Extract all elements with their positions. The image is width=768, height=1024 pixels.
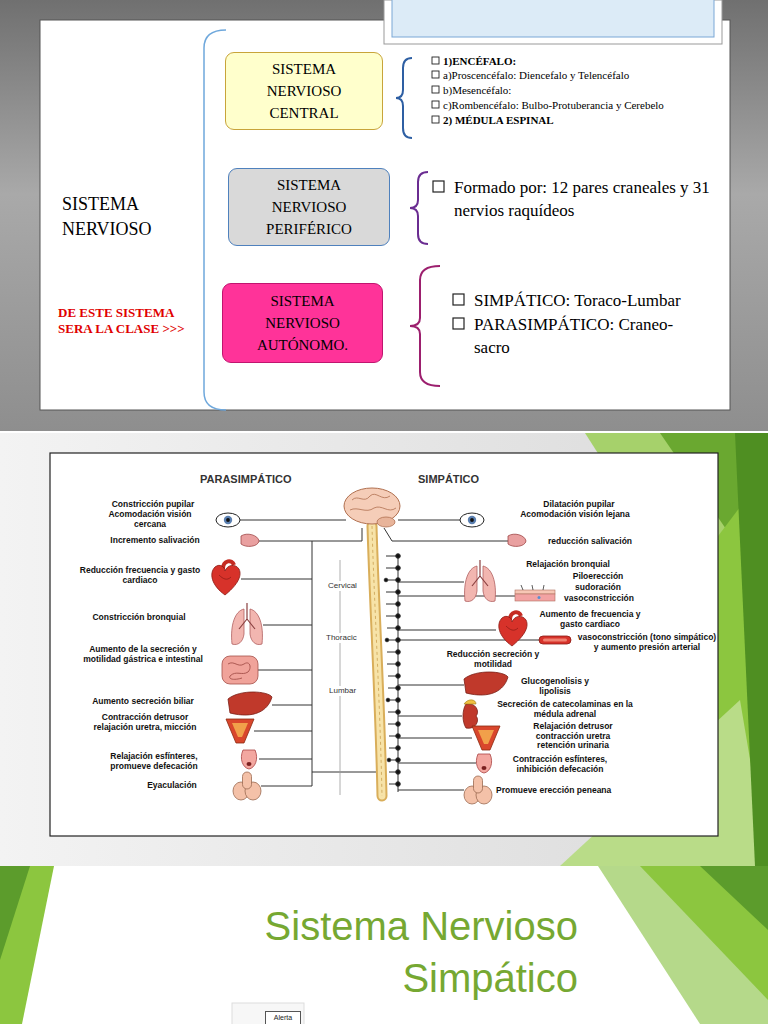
list-bracket — [396, 58, 412, 138]
box-text: Alerta — [274, 1014, 292, 1022]
box-text: SISTEMA NERVIOSO CENTRAL — [245, 58, 363, 124]
effect-label: Aumento de frecuencia y gasto cardiaco — [531, 610, 649, 629]
effect-label: Incremento salivación — [97, 536, 213, 546]
slide-ground — [0, 866, 768, 1024]
effect-label: Relajación bronquial — [513, 560, 623, 570]
effect-label: vasoconstricción (tono simpático) y aume… — [577, 633, 717, 652]
effect-label: sudoración — [563, 583, 633, 593]
box-text: SISTEMA NERVIOSO AUTÓNOMO. — [244, 290, 362, 356]
effect-label: Eyaculación — [132, 781, 212, 791]
effect-label: Glucogenolisis y lipolisis — [512, 677, 598, 696]
region-guide — [340, 560, 341, 795]
list-item: b)Mesencéfalo: — [443, 84, 511, 97]
list-item: Formado por: 12 pares craneales y 31 ner… — [454, 176, 729, 222]
effect-label: Aumento secreción biliar — [73, 697, 213, 707]
effect-label: Contracción detrusor relajación uretra, … — [90, 713, 200, 732]
region-label: Thoracic — [324, 633, 359, 643]
effect-label: Reducción frecuencia y gasto cardiaco — [76, 566, 204, 585]
content-card — [40, 20, 730, 410]
ganglion-chain — [384, 554, 400, 787]
system-box: SISTEMA NERVIOSO AUTÓNOMO. — [222, 283, 383, 363]
region-label: Lumbar — [327, 686, 358, 696]
effect-label: Piloerección — [563, 572, 633, 582]
slide-ground — [0, 433, 768, 866]
column-heading: SIMPÁTICO — [418, 473, 479, 486]
header-frame — [384, 0, 722, 44]
list-bracket — [410, 266, 440, 386]
effect-label: Secreción de catecolaminas en la médula … — [495, 700, 635, 719]
spinal-cord — [372, 526, 382, 796]
effect-label: Relajación esfínteres, promueve defecaci… — [95, 752, 213, 771]
effect-label: Acomodación visión lejana — [517, 510, 633, 520]
system-heading: SISTEMA NERVIOSO — [62, 192, 197, 242]
effect-label: reducción salivación — [532, 537, 648, 547]
list-item: SIMPÁTICO: Toraco-Lumbar — [474, 289, 681, 312]
list-item: c)Rombencéfalo: Bulbo-Protuberancia y Ce… — [443, 99, 664, 112]
effect-label: Contracción esfínteres, inhibición defec… — [497, 755, 623, 774]
diagram-panel — [50, 453, 718, 836]
effect-label: Constricción pupilar — [94, 500, 212, 510]
list-item: PARASIMPÁTICO: Craneo-sacro — [474, 313, 706, 359]
class-note: DE ESTE SISTEMA SERA LA CLASE >>> — [58, 305, 206, 337]
effect-label: Relajación detrusor contracción uretra r… — [518, 722, 628, 751]
effect-label: vasoconstricción — [557, 594, 641, 604]
region-label: Cervical — [326, 581, 359, 591]
header-panel — [392, 0, 714, 37]
effect-label: Promueve erección peneana — [496, 786, 626, 796]
image-frame — [232, 1003, 304, 1024]
effect-label: Constricción bronquial — [80, 613, 198, 623]
effect-label: Reducción secreción y motilidad — [444, 650, 542, 669]
list-bracket — [410, 172, 428, 244]
column-heading: PARASIMPÁTICO — [200, 473, 291, 486]
slide-title: Sistema Nervioso Simpático — [238, 900, 578, 1004]
effect-label: Dilatación pupilar — [527, 500, 631, 510]
effect-label: Aumento de la secreción y motilidad gást… — [77, 645, 209, 664]
system-box: SISTEMA NERVIOSO PERIFÉRICO — [228, 168, 390, 246]
system-box: SISTEMA NERVIOSO CENTRAL — [225, 52, 383, 130]
alert-box: Alerta — [265, 1011, 301, 1024]
brain — [344, 488, 400, 527]
green-decoration — [0, 866, 768, 1024]
list-item: 2) MÉDULA ESPINAL — [443, 114, 554, 127]
list-item: 1)ENCÉFALO: — [443, 55, 516, 68]
effect-label: Acomodación visión cercana — [92, 510, 208, 529]
slide-separator — [0, 431, 768, 433]
slide-ground — [0, 0, 768, 432]
box-text: SISTEMA NERVIOSO PERIFÉRICO — [250, 174, 368, 240]
list-item: a)Proscencéfalo: Diencefalo y Telencéfal… — [443, 69, 629, 82]
